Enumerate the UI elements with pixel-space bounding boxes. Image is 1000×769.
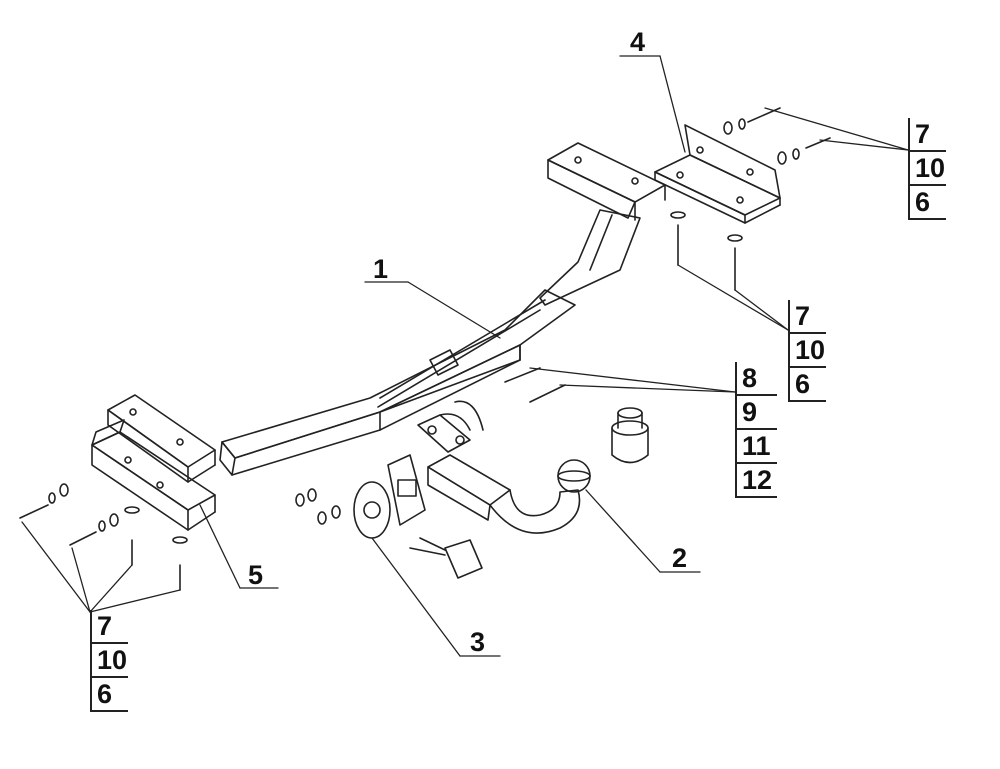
stack-item: 11	[737, 430, 777, 464]
label-part-5: 5	[248, 560, 264, 590]
stack-item: 12	[737, 464, 777, 498]
stack-item: 10	[92, 644, 128, 678]
label-part-4: 4	[630, 27, 646, 57]
right-bracket	[654, 124, 781, 224]
label-part-3: 3	[470, 627, 486, 657]
label-stack-top-right: 7 10 6	[908, 118, 946, 220]
stack-item: 6	[910, 186, 946, 220]
stack-item: 7	[910, 118, 946, 152]
label-stack-mid-right: 7 10 6	[788, 300, 826, 402]
stack-item: 7	[790, 300, 826, 334]
left-bracket	[91, 419, 216, 531]
electrical-socket	[353, 454, 483, 579]
stack-item: 7	[92, 610, 128, 644]
stack-item: 6	[92, 678, 128, 712]
stack-item: 8	[737, 362, 777, 396]
label-stack-hardware: 8 9 11 12	[735, 362, 777, 498]
towbar-frame	[107, 142, 666, 483]
leader-lines	[21, 55, 909, 657]
label-part-2: 2	[672, 543, 688, 573]
stack-item: 9	[737, 396, 777, 430]
stack-item: 6	[790, 368, 826, 402]
stack-item: 10	[790, 334, 826, 368]
bolts-and-washers	[19, 107, 831, 591]
label-part-1: 1	[373, 254, 389, 284]
stack-item: 10	[910, 152, 946, 186]
label-stack-bottom-left: 7 10 6	[90, 610, 128, 712]
tow-ball-neck	[427, 407, 649, 534]
